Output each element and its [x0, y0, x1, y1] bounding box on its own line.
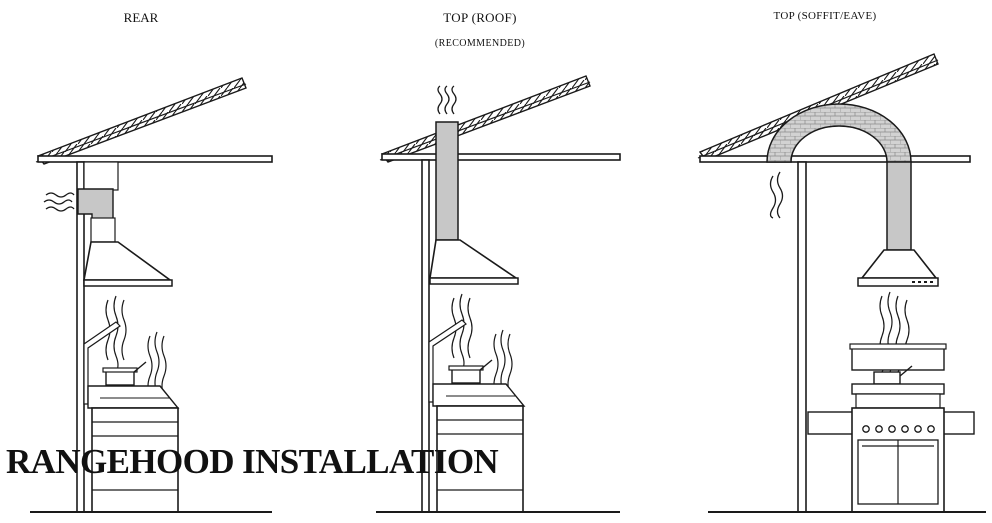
- page-title: RANGEHOOD INSTALLATION: [6, 442, 499, 481]
- range-hood: [83, 241, 173, 281]
- roof-duct: [435, 121, 459, 241]
- hood-base: [83, 279, 173, 287]
- hood-base: [857, 277, 939, 287]
- label-top-roof: TOP (ROOF): [443, 10, 517, 25]
- pot-handle: [479, 359, 493, 371]
- range-backguard: [851, 347, 945, 371]
- pot-handle: [133, 361, 147, 373]
- cooktop: [87, 385, 180, 409]
- roof-shingles: [380, 75, 591, 163]
- pot-lid: [102, 367, 138, 373]
- backsplash: [83, 321, 121, 405]
- arched-duct: [766, 103, 912, 163]
- label-recommended: (RECOMMENDED): [434, 38, 526, 49]
- cooktop-grate: [855, 393, 941, 409]
- range-hood: [860, 249, 938, 279]
- wall: [797, 161, 807, 513]
- label-rear: REAR: [123, 10, 159, 25]
- vertical-duct: [886, 161, 912, 251]
- pot-lid: [448, 365, 484, 371]
- roof-eave-line: [35, 83, 247, 163]
- top-soffit-installation: [697, 53, 986, 513]
- roof-shingles: [36, 77, 247, 165]
- air-flow-waves: [43, 192, 75, 212]
- ceiling: [381, 153, 621, 161]
- stove: [436, 405, 524, 513]
- air-flow-waves: [769, 171, 784, 219]
- hood-chimney: [90, 217, 116, 243]
- air-flow-waves: [437, 85, 457, 115]
- roof-eave-line: [379, 81, 591, 161]
- wall-column: [83, 161, 119, 191]
- top-roof-installation: [376, 75, 621, 513]
- backsplash: [428, 319, 467, 403]
- hood-base: [429, 277, 519, 285]
- cooktop: [851, 383, 945, 395]
- pot: [105, 370, 135, 386]
- rear-installation: [30, 77, 273, 513]
- cooktop: [432, 383, 526, 407]
- label-top-soffit: TOP (SOFFIT/EAVE): [773, 10, 877, 22]
- control-knobs: [862, 425, 935, 433]
- hood-lights: [912, 281, 933, 283]
- ceiling: [699, 155, 971, 163]
- range-backguard-top: [849, 343, 947, 350]
- range-hood: [429, 239, 519, 279]
- pot: [873, 371, 901, 385]
- ceiling: [37, 155, 273, 163]
- pot-handle: [899, 365, 913, 377]
- pot: [451, 368, 481, 384]
